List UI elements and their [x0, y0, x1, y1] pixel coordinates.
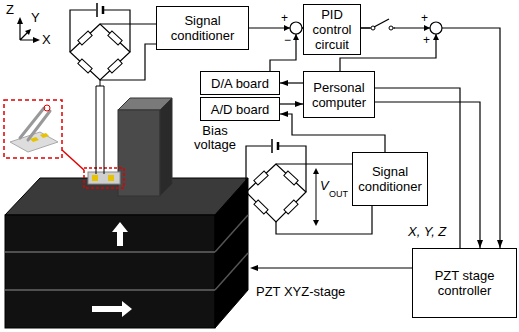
signal-line: [340, 28, 480, 248]
drive-arrowhead: [250, 265, 258, 271]
switch-gap: [370, 18, 394, 34]
inset-tip-mark: [44, 105, 50, 111]
node-text: PID control circuit: [309, 7, 355, 52]
drive-wire: [256, 267, 412, 268]
node-text: Signal conditioner: [358, 164, 422, 194]
voltage-marker-head: [313, 168, 319, 174]
battery-symbol: [102, 6, 105, 14]
electrode-pad: [92, 175, 98, 181]
signal-line: [280, 114, 385, 152]
signal-subscript: OUT: [329, 187, 348, 202]
signal-line: [270, 28, 303, 71]
stage-side-face: [215, 178, 248, 328]
resistor-symbol: [78, 59, 92, 73]
signal-conditioner-box: Signal conditioner: [156, 6, 249, 50]
da-board-box: D/A board: [200, 71, 280, 95]
resistor-symbol: [284, 200, 298, 214]
junction-arrowhead: [424, 25, 430, 31]
resistor-symbol: [78, 31, 92, 45]
battery-symbol: [271, 139, 273, 153]
inset-pad: [40, 133, 49, 138]
node-text: Personal computer: [309, 80, 369, 110]
stage-layer-line: [5, 289, 215, 291]
stage-label: PZT XYZ-stage: [256, 284, 345, 299]
sign-label: −: [284, 33, 291, 48]
bias-wire: [246, 146, 306, 192]
stage-controller-box: PZT stage controller: [412, 248, 517, 318]
junction-arrowhead: [284, 25, 290, 31]
voltage-marker-head: [313, 220, 319, 226]
node-text: D/A board: [211, 76, 269, 91]
axis-signal-label: X, Y, Z: [408, 224, 446, 239]
resistor-symbol: [254, 200, 268, 214]
output-wire: [100, 24, 156, 80]
signal-line: [280, 103, 303, 104]
bridge-circuit: [246, 164, 306, 222]
pid-controller-box: PID control circuit: [303, 4, 361, 55]
electrode-pad: [108, 175, 114, 181]
z-motion-arrow: [112, 222, 128, 246]
node-text: PZT stage controller: [418, 268, 511, 298]
node-text: A/D board: [211, 102, 270, 117]
axis-label: Z: [6, 2, 14, 17]
sign-label: +: [421, 11, 428, 26]
signal-line: [280, 82, 303, 83]
switch-lever: [374, 19, 389, 27]
stage-layer-line: [5, 251, 215, 253]
axis-label: X: [42, 32, 51, 47]
resistor-symbol: [108, 31, 122, 45]
bias-wire: [70, 10, 130, 52]
stage-front-face: [5, 215, 215, 328]
inset-cantilever: [20, 108, 50, 140]
stage-layer-line: [215, 215, 248, 252]
summing-junction: [290, 22, 302, 34]
x-motion-arrow: [92, 301, 132, 317]
ad-board-box: A/D board: [200, 97, 280, 121]
voltage-label: Bias voltage: [190, 124, 240, 152]
axis-arrowhead: [17, 17, 23, 24]
battery-symbol: [96, 3, 98, 17]
signal-conditioner-box: Signal conditioner: [352, 152, 428, 206]
sign-label: +: [281, 11, 288, 26]
switch-contact: [389, 26, 393, 30]
holder-side: [160, 98, 172, 196]
signal-name: V: [320, 178, 329, 193]
switch-wire: [361, 27, 371, 28]
summing-junction: [430, 22, 442, 34]
sign-label: +: [423, 33, 430, 48]
voltage-marker: [316, 172, 317, 222]
axis-label: Y: [31, 10, 40, 25]
signal-line: [361, 28, 500, 248]
battery-symbol: [277, 142, 280, 150]
bridge-circuit: [70, 24, 130, 80]
computer-box: Personal computer: [303, 71, 375, 118]
sensor-wire: [96, 80, 104, 174]
axis-arrowhead: [25, 29, 31, 35]
inset-substrate: [10, 132, 58, 152]
junction-arrowhead: [433, 34, 439, 40]
zoom-leader: [62, 150, 84, 170]
inset-frame: [4, 100, 62, 158]
stage-layer-line: [215, 253, 248, 290]
resistor-symbol: [284, 171, 298, 185]
resistor-symbol: [254, 171, 268, 185]
junction-arrowhead: [293, 34, 299, 40]
axis-arrowhead: [33, 37, 40, 43]
resistor-symbol: [108, 59, 122, 73]
node-text: Signal conditioner: [162, 13, 243, 43]
